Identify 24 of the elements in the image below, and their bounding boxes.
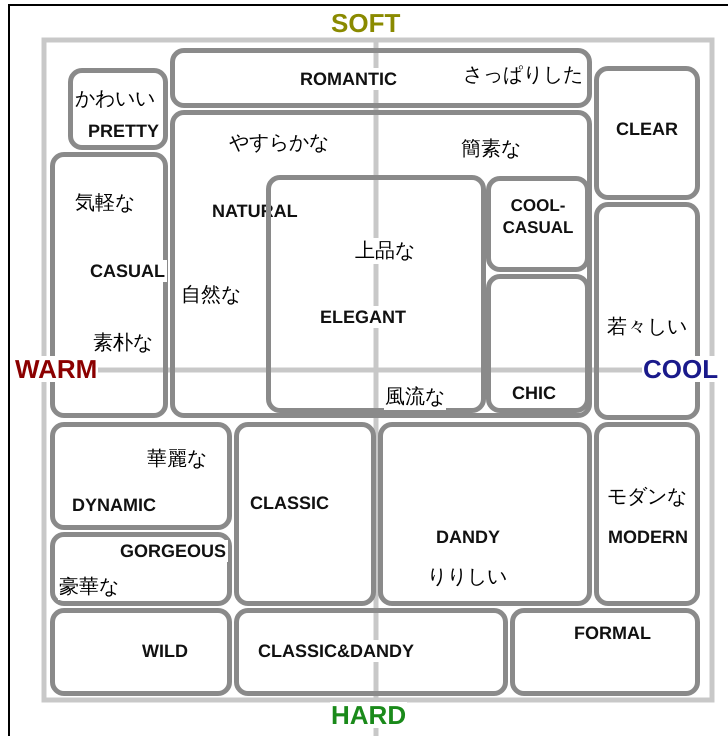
region-box (510, 608, 700, 696)
axis-label: COOL (642, 356, 720, 382)
descriptor-word: モダンな (606, 484, 688, 510)
region-box (594, 66, 700, 200)
descriptor-word: 風流な (384, 384, 446, 410)
region-label: CASUAL (88, 260, 167, 282)
region-box (234, 608, 508, 696)
region-box (50, 608, 232, 696)
descriptor-word: 気軽な (74, 190, 136, 216)
descriptor-word: 簡素な (460, 136, 522, 162)
region-label: CLASSIC&DANDY (256, 640, 416, 662)
descriptor-word: 上品な (354, 238, 416, 264)
region-label: ELEGANT (318, 306, 408, 328)
region-label: COOL-CASUAL (502, 195, 574, 239)
region-box (234, 422, 376, 606)
region-label: GORGEOUS (118, 540, 228, 562)
descriptor-word: 素朴な (92, 330, 154, 356)
region-box (486, 274, 590, 413)
descriptor-word: 豪華な (58, 574, 120, 600)
region-box (486, 176, 590, 272)
region-label: ROMANTIC (298, 68, 399, 90)
axis-label: WARM (14, 356, 98, 382)
axis-label: HARD (330, 702, 408, 728)
descriptor-word: 華麗な (146, 446, 208, 472)
